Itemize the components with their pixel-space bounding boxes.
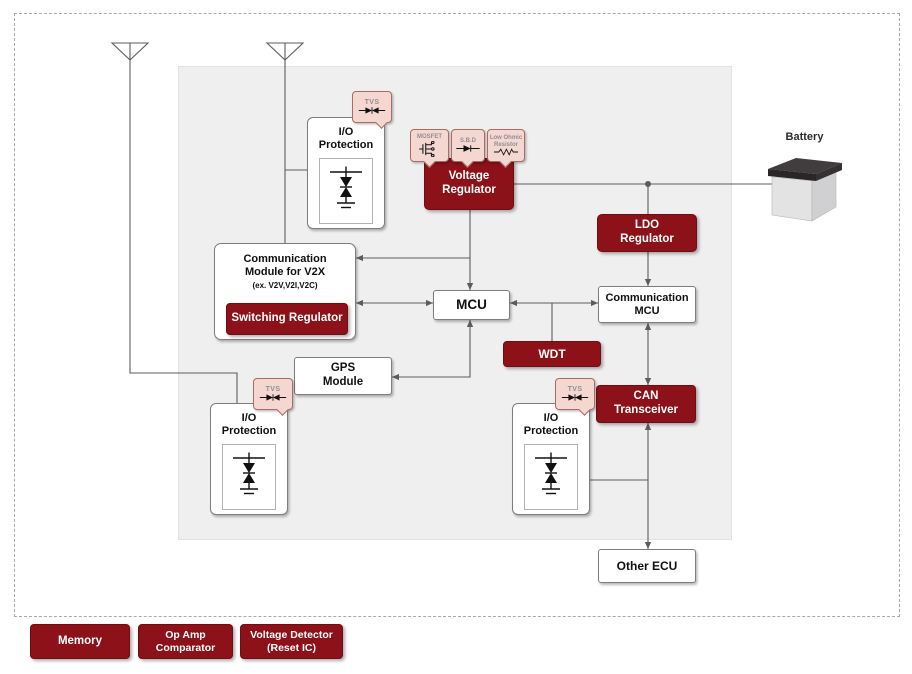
other-ecu-block: Other ECU (598, 549, 696, 583)
tvs-diode-icon (358, 106, 386, 115)
sbd-label: S.B.D (459, 137, 476, 144)
resistor-icon (493, 148, 519, 156)
sbd-diode-icon (455, 144, 481, 153)
io-protection-block-left: I/O Protection (210, 403, 288, 515)
sbd-callout: S.B.D (451, 129, 485, 168)
diode-ground-icon (319, 157, 373, 224)
tvs-callout-right: TVS (555, 378, 595, 416)
ldo-regulator-block: LDO Regulator (597, 214, 697, 252)
tvs-label: TVS (364, 98, 380, 106)
mcu-label: MCU (456, 297, 487, 313)
communication-mcu-label: Communication MCU (605, 291, 689, 317)
tvs-diode-icon (561, 393, 589, 402)
op-amp-comparator-block: Op Amp Comparator (138, 624, 233, 659)
gps-module-label: GPS Module (322, 362, 364, 388)
io-protection-label: I/O Protection (221, 412, 277, 437)
mosfet-callout: MOSFET (410, 129, 449, 168)
tvs-label: TVS (265, 385, 281, 393)
tvs-diode-icon (259, 393, 287, 402)
communication-mcu-block: Communication MCU (598, 286, 696, 323)
voltage-detector-block: Voltage Detector (Reset IC) (240, 624, 343, 659)
switching-regulator-block: Switching Regulator (226, 303, 348, 335)
wdt-block: WDT (503, 341, 601, 367)
diode-ground-icon (222, 443, 276, 510)
tvs-callout-top: TVS (352, 91, 392, 129)
communication-module-subtitle: (ex. V2V,V2I,V2C) (252, 280, 318, 290)
diagram-outer-border (14, 13, 900, 617)
tvs-label: TVS (567, 385, 583, 393)
io-protection-label: I/O Protection (523, 412, 579, 437)
low-ohmic-resistor-callout: Low Ohmic Resistor (487, 129, 525, 168)
communication-module-v2x-block: Communication Module for V2X (ex. V2V,V2… (214, 243, 356, 340)
voltage-detector-label: Voltage Detector (Reset IC) (250, 629, 333, 654)
mcu-block: MCU (433, 290, 510, 320)
gps-module-block: GPS Module (294, 357, 392, 395)
op-amp-comparator-label: Op Amp Comparator (155, 629, 216, 654)
io-protection-block-top: I/O Protection (307, 117, 385, 229)
battery-label: Battery (785, 131, 824, 143)
tvs-callout-left: TVS (253, 378, 293, 416)
voltage-regulator-label: Voltage Regulator (442, 170, 496, 196)
communication-module-title: Communication Module for V2X (243, 253, 327, 278)
diode-ground-icon (524, 443, 578, 510)
switching-regulator-label: Switching Regulator (231, 312, 343, 325)
mosfet-label: MOSFET (417, 134, 442, 141)
memory-block: Memory (30, 624, 130, 659)
wdt-label: WDT (538, 346, 566, 361)
io-protection-label: I/O Protection (318, 126, 374, 151)
voltage-regulator-block: Voltage Regulator (424, 158, 514, 210)
can-transceiver-label: CAN Transceiver (614, 390, 678, 416)
can-transceiver-block: CAN Transceiver (596, 385, 696, 423)
memory-label: Memory (57, 634, 103, 647)
io-protection-block-right: I/O Protection (512, 403, 590, 515)
low-ohmic-resistor-label: Low Ohmic Resistor (489, 135, 523, 148)
battery-icon (768, 158, 842, 222)
ldo-regulator-label: LDO Regulator (620, 219, 674, 245)
other-ecu-label: Other ECU (616, 558, 678, 573)
